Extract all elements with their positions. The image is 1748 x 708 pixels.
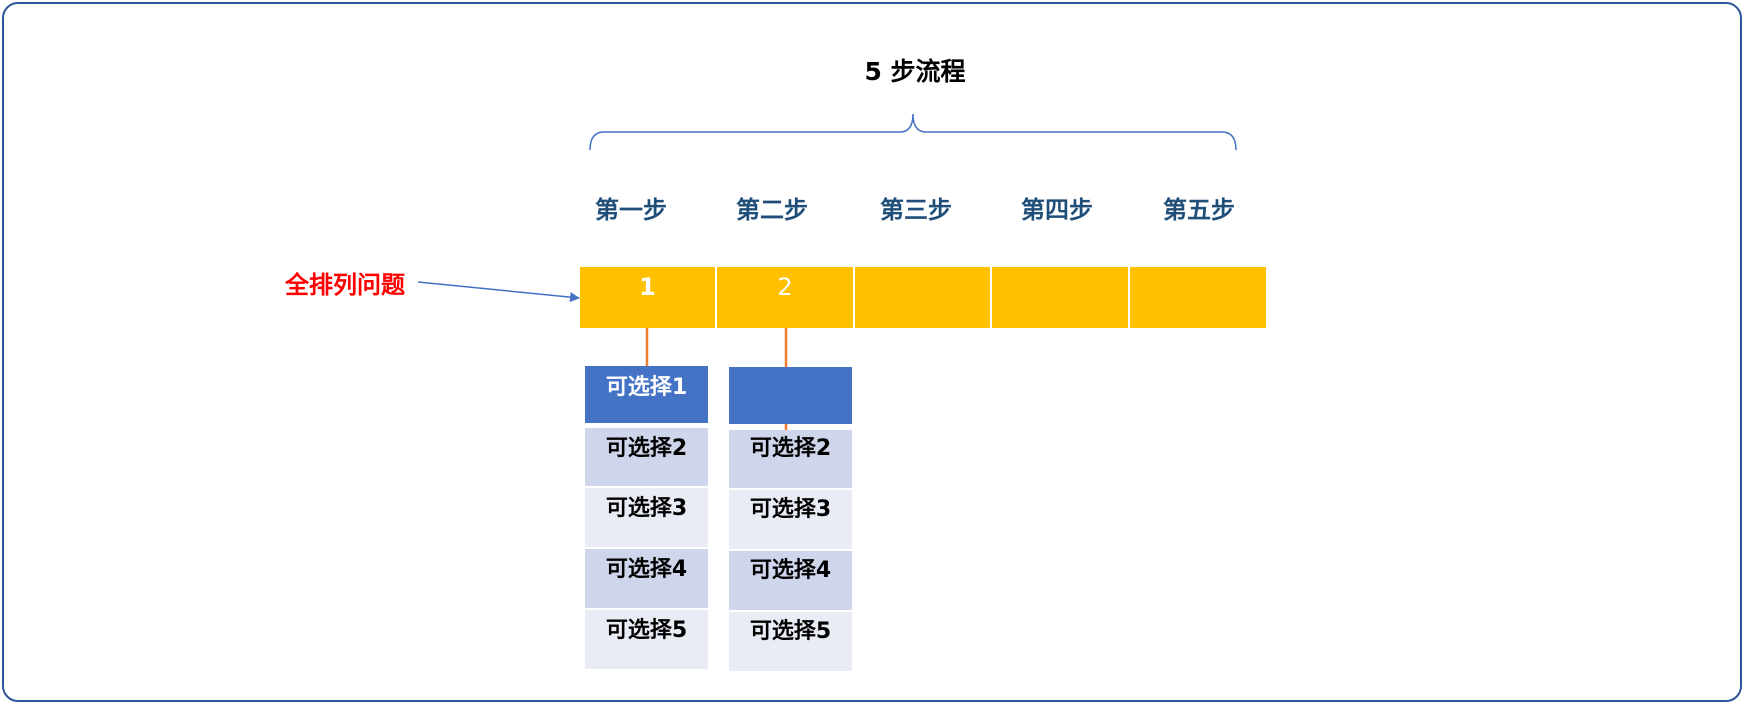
column-1-option-1: 可选择1: [585, 366, 708, 423]
sequence-value-1: 1: [639, 273, 656, 301]
sequence-value-2: 2: [777, 273, 793, 301]
sequence-cell-1: 1: [580, 267, 715, 328]
column-2-option-2: 可选择2: [729, 430, 852, 488]
step-label-3: 第三步: [880, 196, 952, 224]
step-label-5: 第五步: [1163, 196, 1235, 224]
sequence-cell-4: [992, 267, 1128, 328]
column-2-option-1: [729, 367, 852, 424]
column-2-option-3: 可选择3: [729, 490, 852, 549]
diagram-title: 5 步流程: [864, 57, 966, 86]
pointer-label: 全排列问题: [285, 271, 405, 299]
step-label-2: 第二步: [736, 196, 808, 224]
step-label-1: 第一步: [595, 196, 667, 224]
sequence-cell-2: 2: [717, 267, 853, 328]
column-1-option-3: 可选择3: [585, 488, 708, 547]
sequence-cell-5: [1130, 267, 1266, 328]
pointer-arrow: [417, 281, 580, 303]
column-1-option-4: 可选择4: [585, 549, 708, 608]
column-1-option-2: 可选择2: [585, 428, 708, 486]
column-1-option-5: 可选择5: [585, 610, 708, 669]
step-label-4: 第四步: [1021, 196, 1093, 224]
sequence-cell-3: [855, 267, 990, 328]
column-2-option-4: 可选择4: [729, 551, 852, 610]
column-2-option-5: 可选择5: [729, 612, 852, 671]
steps-brace: [589, 113, 1237, 151]
